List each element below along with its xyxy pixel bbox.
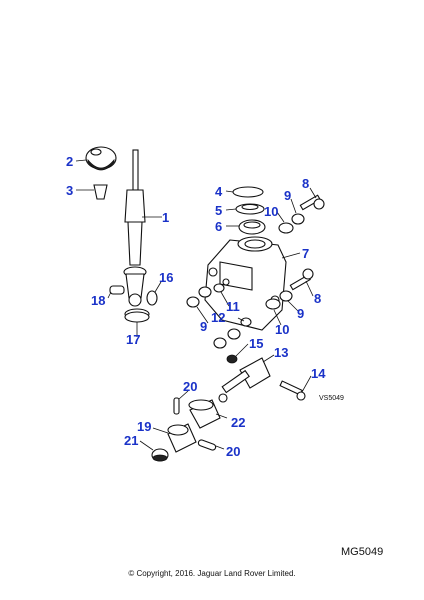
callout-20a: 20 — [183, 379, 197, 394]
callout-10a: 10 — [264, 204, 278, 219]
callout-7: 7 — [302, 246, 309, 261]
callout-11: 11 — [226, 299, 240, 314]
callout-9b: 9 — [297, 306, 304, 321]
callout-17: 17 — [126, 332, 140, 347]
washers — [186, 213, 305, 349]
callout-19: 19 — [137, 419, 151, 434]
callout-21: 21 — [124, 433, 138, 448]
callout-15: 15 — [249, 336, 263, 351]
diagram-code: MG5049 — [341, 546, 384, 558]
callout-18: 18 — [91, 293, 105, 308]
leader-lines — [75, 159, 317, 451]
nut — [226, 354, 238, 364]
lower-parts — [151, 397, 221, 462]
callout-10b: 10 — [275, 322, 289, 337]
callout-22: 22 — [231, 415, 245, 430]
bolt-14 — [279, 380, 306, 401]
callout-20b: 20 — [226, 444, 240, 459]
callout-14: 14 — [311, 366, 326, 381]
callout-8b: 8 — [314, 291, 321, 306]
small-parts-left — [109, 285, 158, 323]
selector-arm — [218, 357, 271, 403]
callout-9a: 9 — [284, 188, 291, 203]
callout-1: 1 — [162, 210, 169, 225]
part-callouts: 1 2 3 4 5 6 7 8 8 9 9 9 10 10 11 12 13 1… — [66, 154, 344, 459]
callout-5: 5 — [215, 203, 222, 218]
callout-16: 16 — [159, 270, 173, 285]
gear-lever — [123, 149, 147, 307]
callout-8a: 8 — [302, 176, 309, 191]
callout-2: 2 — [66, 154, 73, 169]
selector-housing — [204, 236, 287, 331]
callout-13: 13 — [274, 345, 288, 360]
callout-3: 3 — [66, 183, 73, 198]
top-rings — [232, 186, 266, 235]
gear-knob — [85, 146, 117, 171]
bolt-side — [289, 268, 314, 291]
callout-6: 6 — [215, 219, 222, 234]
callout-9c: 9 — [200, 319, 207, 334]
bolt-top — [299, 194, 325, 211]
drawing-reference: VS5049 — [319, 395, 344, 402]
callout-4: 4 — [215, 184, 223, 199]
callout-12: 12 — [211, 310, 225, 325]
copyright-notice: © Copyright, 2016. Jaguar Land Rover Lim… — [128, 569, 296, 578]
knob-insert — [93, 184, 108, 200]
